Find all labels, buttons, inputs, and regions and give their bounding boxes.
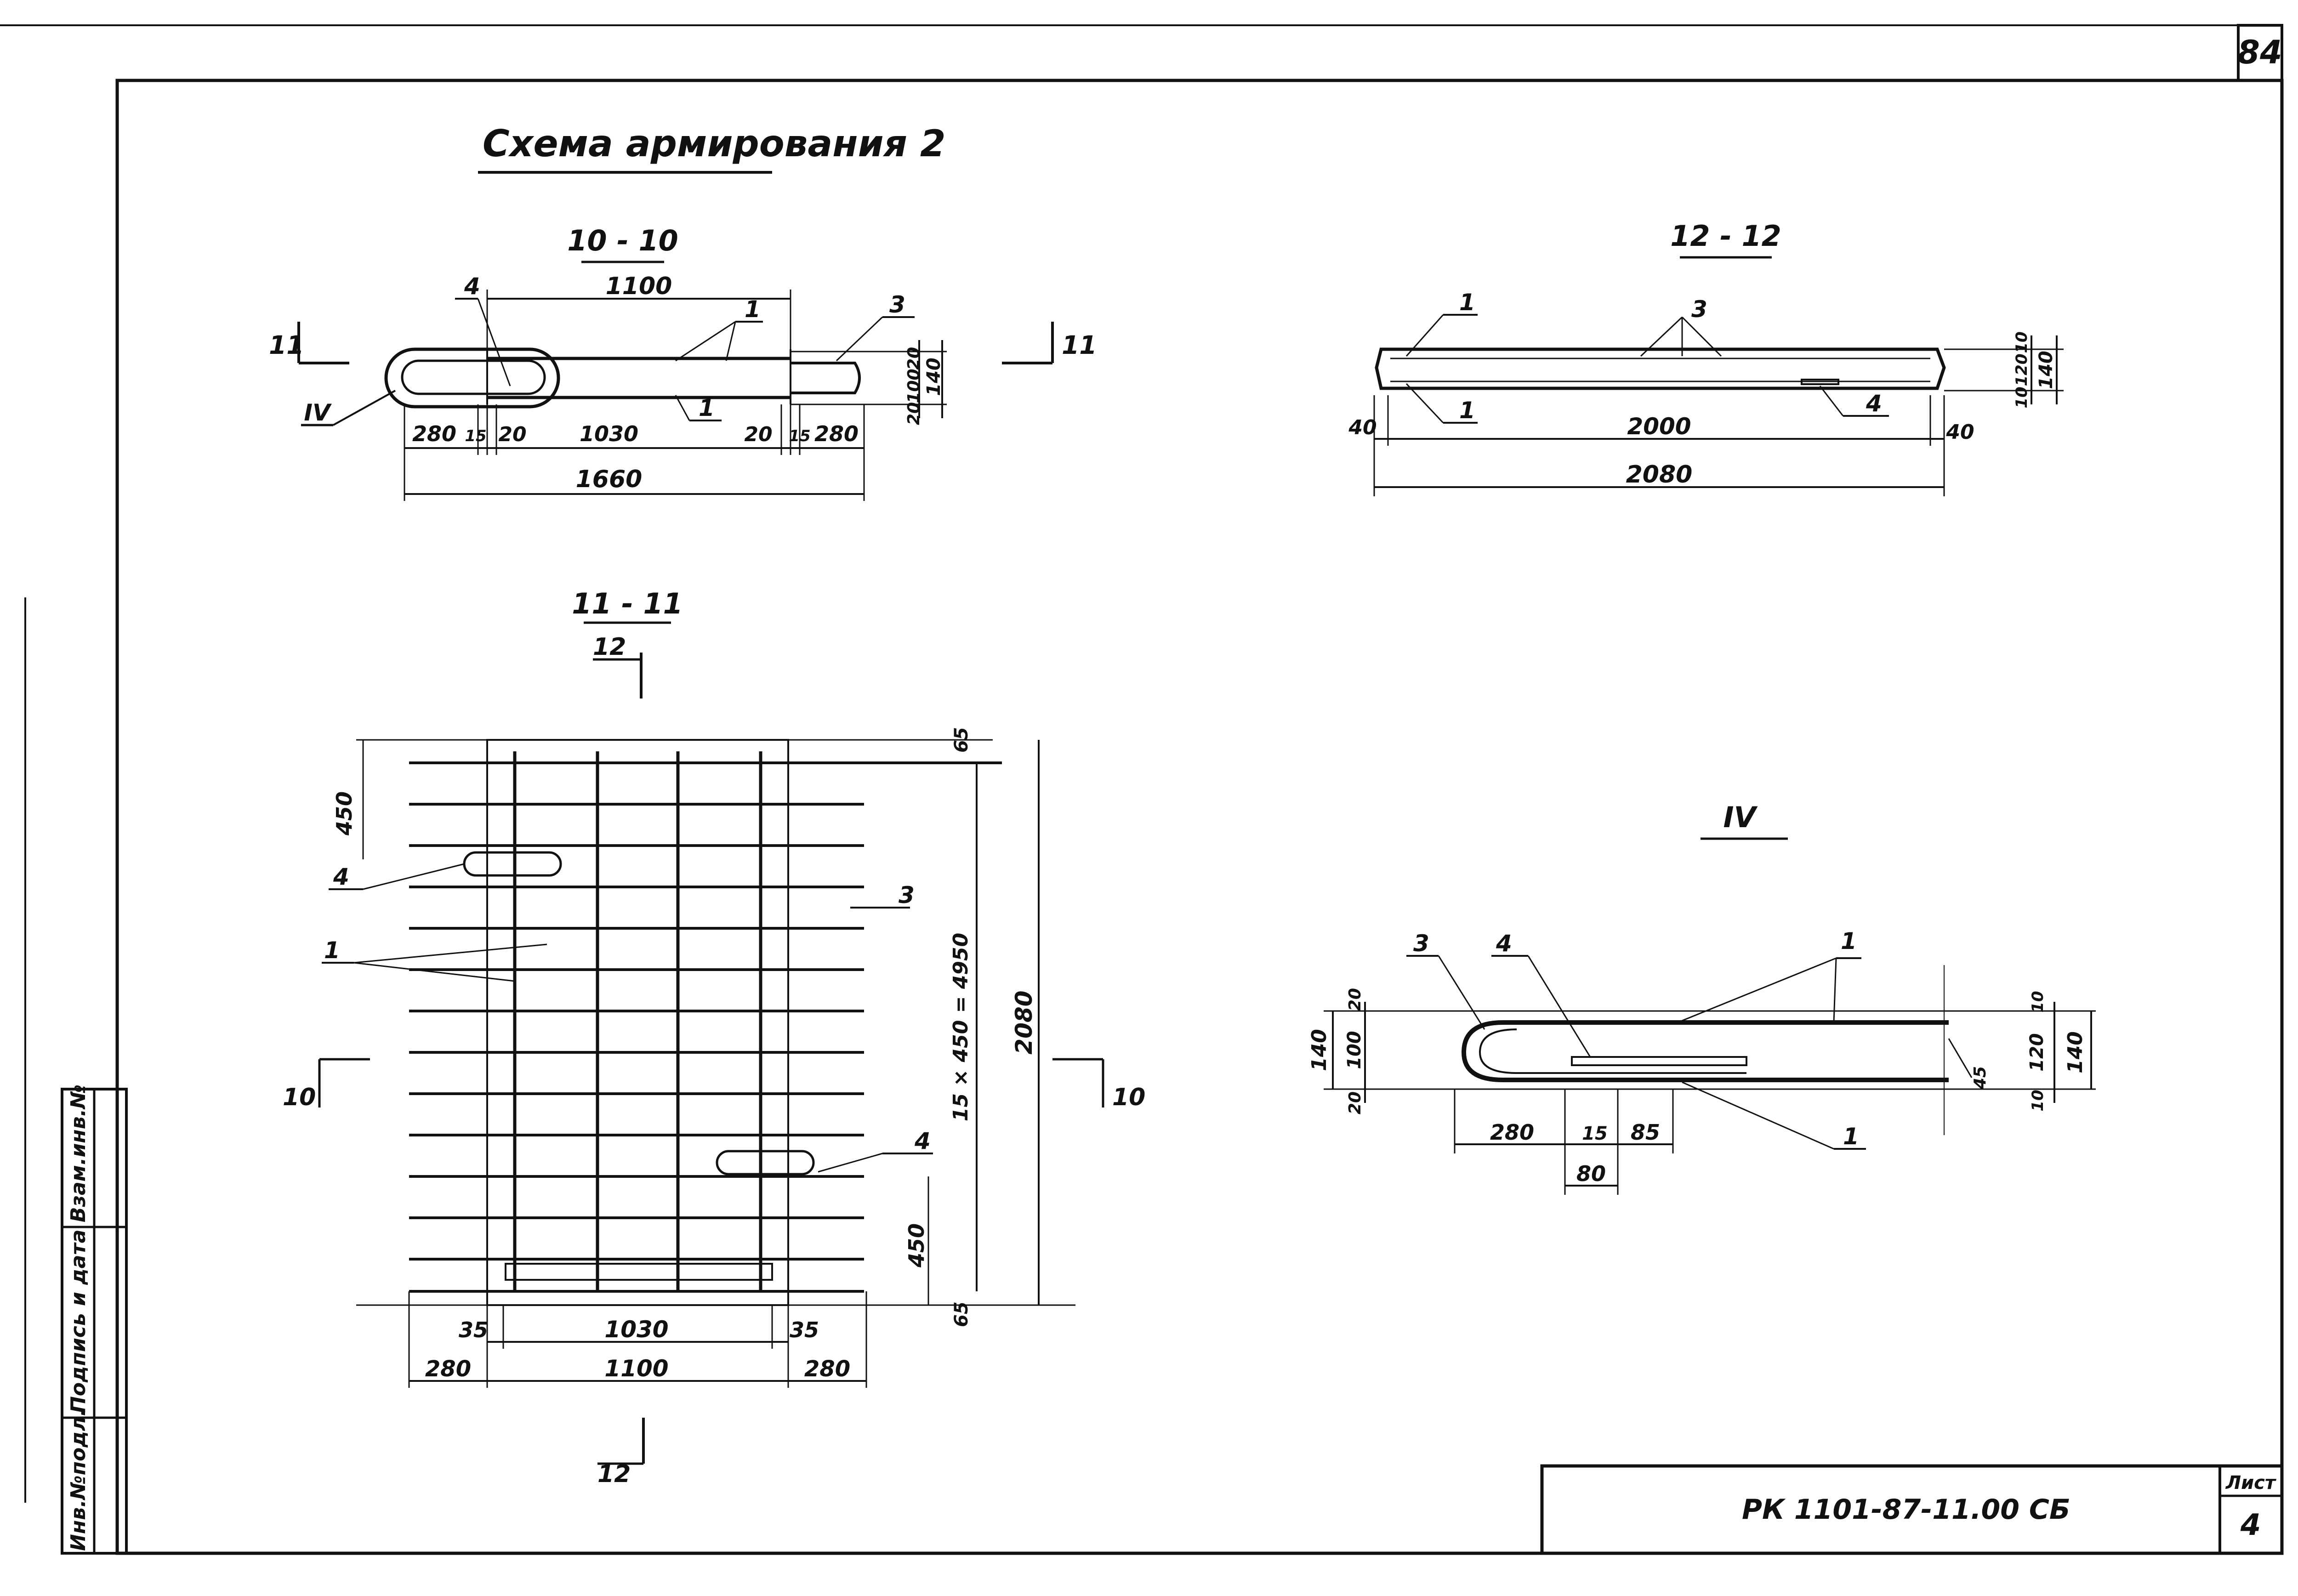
dim-10-r-total: 140 [923,358,944,396]
dim-11-offset-top: 65 [951,727,972,753]
drawing-title: Схема армирования 2 [483,122,946,165]
callout-11-4-bottom: 4 [914,1128,931,1154]
dim-12-r0: 10 [2013,331,2031,353]
dim-11-formula: 15 × 450 = 4950 [949,933,973,1122]
sheet-number-box [2237,24,2283,82]
dim-10-b5: 15 [789,427,810,445]
callout-10-1-bottom: 1 [699,395,715,421]
dim-12-r-total: 140 [2036,351,2057,389]
dim-iv-right-2: 10 [2029,1090,2047,1111]
callout-iv-3: 3 [1413,930,1429,957]
dim-iv-right-0: 10 [2029,991,2047,1012]
dim-iv-right-1: 120 [2026,1033,2048,1072]
dim-10-r2: 20 [904,402,923,425]
dim-iv-angle: 45 [1971,1066,1990,1090]
section-11-11: 11 - 11 12 [283,587,1145,1488]
dim-iv-left-1: 100 [1344,1031,1365,1069]
callout-iv-1-top: 1 [1841,928,1857,954]
detail-iv: IV 3 4 1 1 140 20 100 20 10 [1308,801,2096,1195]
dim-11-b2-2: 280 [804,1356,850,1382]
stamp-replaces-inv: Взам.инв.№ [67,1085,90,1222]
dim-12-r2: 10 [2013,386,2031,408]
dim-12-right: 40 [1945,420,1974,444]
cut-mark-12-top: 12 [593,633,626,661]
detail-iv-title: IV [1723,801,1758,834]
dim-10-r1: 100 [904,369,923,403]
callout-11-1: 1 [324,937,340,964]
callout-10-4: 4 [464,273,480,300]
stamp-inv-no: Инв.№подл. [67,1409,90,1551]
dim-12-left: 40 [1348,416,1377,439]
dim-10-b2: 20 [498,423,526,446]
dim-iv-b1: 15 [1582,1123,1608,1144]
dim-10-b6: 280 [814,421,859,446]
cut-mark-10-right: 10 [1112,1084,1145,1111]
dim-11-b1-2: 35 [790,1318,819,1342]
dim-iv-b0: 280 [1490,1120,1534,1145]
dim-10-b3: 1030 [580,421,638,446]
dim-10-b1: 15 [465,427,486,445]
cut-mark-12-bottom: 12 [597,1460,631,1488]
dim-10-r0: 20 [904,347,923,370]
dim-10-top: 1100 [606,273,672,300]
section-11-title: 11 - 11 [572,587,683,620]
section-12-title: 12 - 12 [1670,219,1781,253]
dim-11-b2-0: 280 [425,1356,471,1382]
dim-12-r1: 120 [2013,354,2031,386]
dim-11-b1-0: 35 [459,1318,488,1342]
callout-iv-1-bottom: 1 [1843,1123,1859,1150]
sheet-label: Лист [2225,1472,2277,1494]
dim-iv-left-0: 20 [1346,988,1365,1011]
cut-mark-11-right: 11 [1062,330,1097,360]
section-10-10: 10 - 10 11 11 IV 1100 4 1 [269,224,1097,501]
callout-12-3: 3 [1691,296,1707,323]
cut-mark-11-left: 11 [269,330,304,360]
dim-iv-left-2: 20 [1346,1091,1365,1114]
callout-12-1-bottom: 1 [1459,397,1475,424]
dim-12-total: 2080 [1626,461,1693,488]
cut-mark-10-left: 10 [283,1084,316,1111]
stamp-signature-date: Подпись и дата [67,1229,90,1413]
detail-iv-ref: IV [304,399,332,426]
dim-iv-b2: 85 [1631,1120,1660,1145]
dim-iv-left-total: 140 [1308,1029,1331,1071]
section-10-title: 10 - 10 [567,224,678,257]
dim-10-b4: 20 [744,423,772,446]
dim-12-middle: 2000 [1627,413,1691,440]
dim-10-b0: 280 [412,421,456,446]
section-12-12: 12 - 12 1 3 1 4 40 2000 40 2080 [1348,219,2064,496]
callout-11-3: 3 [899,882,915,909]
dim-11-b1-1: 1030 [604,1316,668,1343]
callout-iv-4: 4 [1496,930,1512,957]
dim-11-offset-bottom: 65 [951,1301,972,1327]
dim-11-spacing-top: 450 [332,791,357,836]
transverse-bars [409,761,1002,1293]
sheet-value: 4 [2240,1508,2261,1542]
callout-11-4-top: 4 [333,863,349,890]
dim-iv-b80: 80 [1576,1161,1606,1186]
callout-10-3: 3 [889,291,905,318]
dim-iv-right-total: 140 [2064,1031,2087,1073]
dim-11-spacing-bottom: 450 [904,1223,929,1268]
side-stamp: Инв.№подл. Подпись и дата Взам.инв.№ [61,1085,128,1555]
dim-11-b2-1: 1100 [604,1355,668,1382]
callout-12-4: 4 [1866,390,1882,417]
dim-11-height: 2080 [1011,990,1037,1054]
callout-12-1-top: 1 [1459,289,1475,316]
title-block: РК 1101-87-11.00 СБ Лист 4 [1540,1464,2284,1555]
dim-10-total: 1660 [576,466,643,493]
document-code: РК 1101-87-11.00 СБ [1742,1494,2070,1526]
sheet-number: 84 [2237,34,2282,71]
callout-10-1-top: 1 [745,296,761,323]
sheet-frame [0,24,2284,1555]
